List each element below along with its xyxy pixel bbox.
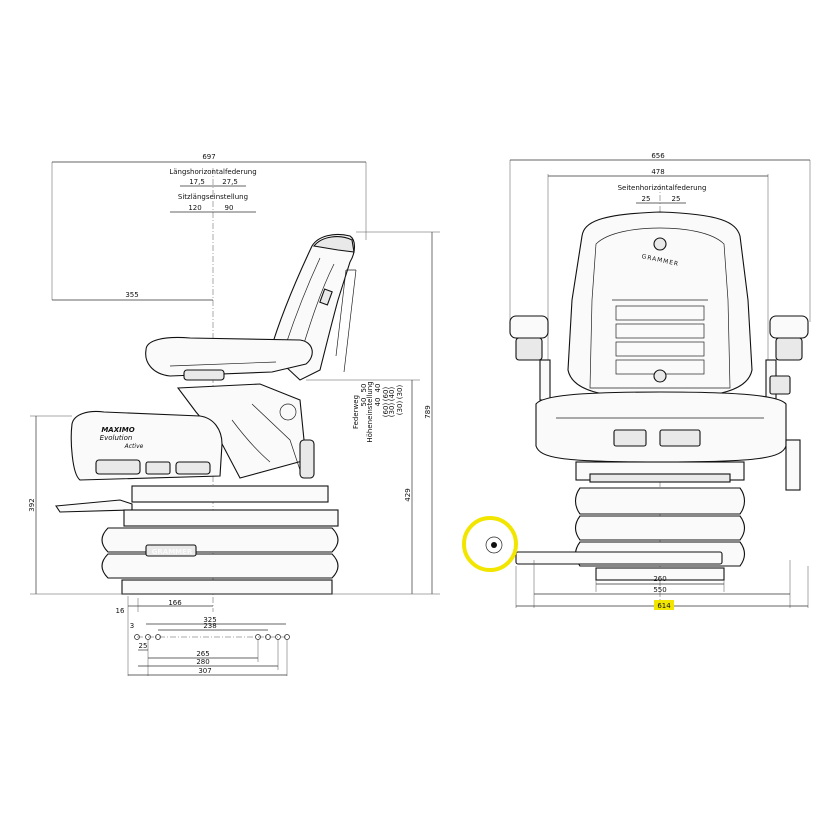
adjust-left-value: 120 xyxy=(188,204,201,212)
side-front-handle-right xyxy=(175,461,211,475)
dim-478-label: 478 xyxy=(651,168,664,176)
mounting-holes xyxy=(134,634,290,640)
dim-265-label: 265 xyxy=(196,650,209,658)
longitudinal-left-value: 17,5 xyxy=(189,178,205,186)
side-view: 697 Längshorizontalfederung 17,5 27,5 Si… xyxy=(28,153,440,676)
front-armrest-left xyxy=(509,315,551,401)
dim-166-label: 166 xyxy=(168,599,182,607)
lateral-suspension-annotation: Seitenhorizontalfederung 25 25 xyxy=(618,184,707,204)
side-adjust-handle xyxy=(299,439,315,479)
front-view: 656 478 Seitenhorizontalfederung 25 25 G… xyxy=(462,152,811,610)
longitudinal-adjustment-label: Sitzlängseinstellung xyxy=(178,193,248,201)
dim-25-label: 25 xyxy=(139,642,148,650)
dim-355-label: 355 xyxy=(125,291,138,299)
front-cushion-handle-left xyxy=(613,429,647,447)
front-armrest-right xyxy=(765,315,809,401)
cushion-logo-line3: Active xyxy=(124,443,144,450)
height-adjustment-label: Höheneinstellung xyxy=(366,381,374,442)
travel-col3-a: (60) xyxy=(382,387,390,402)
side-seat-cushion xyxy=(145,336,313,377)
front-cushion-handle-right xyxy=(659,429,701,447)
front-backrest-lower-mark xyxy=(653,369,667,383)
cushion-logo-line1: MAXIMO xyxy=(101,426,134,434)
adjust-right-value: 90 xyxy=(225,204,234,212)
dim-429-label: 429 xyxy=(404,488,412,501)
front-side-bracket xyxy=(785,439,801,491)
dim-614-label: 614 xyxy=(657,602,671,610)
dim-3-label: 3 xyxy=(130,622,134,630)
side-front-handle-mid xyxy=(145,461,171,475)
side-backrest-lever xyxy=(319,288,333,306)
front-side-tube xyxy=(515,551,723,565)
lateral-suspension-label: Seitenhorizontalfederung xyxy=(618,184,707,192)
side-console-plate xyxy=(131,485,329,503)
dim-bottom-side: 16 166 3 325 238 25 xyxy=(116,596,290,676)
dim-16-label: 16 xyxy=(116,607,125,615)
dim-overall-width-side: 697 xyxy=(51,153,367,300)
dim-bottom-front: 260 550 614 xyxy=(515,560,809,610)
dim-355: 355 xyxy=(52,291,213,301)
dim-550-label: 550 xyxy=(653,586,666,594)
travel-height-table: Federweg Höheneinstellung 50 40 50 40 (6… xyxy=(352,381,404,442)
longitudinal-suspension-label: Längshorizontalfederung xyxy=(169,168,256,176)
dim-heights-side: 789 429 392 xyxy=(28,231,440,595)
side-front-rail xyxy=(55,499,133,513)
travel-col4-a: (60) xyxy=(382,403,390,418)
side-front-handle-left xyxy=(95,459,141,475)
highlighted-compressor xyxy=(462,516,518,572)
travel-col3-b: (40) xyxy=(388,387,396,402)
dim-325-label: 325 xyxy=(203,616,216,624)
dim-392-label: 392 xyxy=(28,498,36,511)
longitudinal-suspension-annotation: Längshorizontalfederung 17,5 27,5 Sitzlä… xyxy=(169,168,257,213)
front-seat-cushion xyxy=(535,391,787,463)
side-base-brand: GRAMMER xyxy=(152,548,193,556)
travel-col5-a: (30) xyxy=(396,385,404,400)
travel-col2-b: 40 xyxy=(374,398,382,407)
travel-col2-a: 50 xyxy=(360,398,368,407)
lateral-right-value: 25 xyxy=(672,195,681,203)
dim-307-label: 307 xyxy=(198,667,211,675)
dim-overall-width-front: 656 478 xyxy=(509,152,811,400)
dim-260-label: 260 xyxy=(653,575,666,583)
travel-col5-b: (30) xyxy=(396,401,404,416)
dim-280-label: 280 xyxy=(196,658,209,666)
travel-col1-a: 50 xyxy=(360,384,368,393)
travel-col4-b: (30) xyxy=(388,403,396,418)
side-knob xyxy=(279,403,297,421)
front-bellows xyxy=(574,487,746,581)
dim-656-label: 656 xyxy=(651,152,665,160)
side-headrest xyxy=(312,236,355,253)
dim-697-label: 697 xyxy=(202,153,215,161)
lateral-left-value: 25 xyxy=(642,195,651,203)
dim-238-label: 238 xyxy=(203,622,216,630)
suspension-travel-label: Federweg xyxy=(352,395,360,429)
longitudinal-right-value: 27,5 xyxy=(222,178,238,186)
front-console-rail xyxy=(589,473,731,483)
cushion-logo-line2: Evolution xyxy=(100,434,133,442)
side-bellows: GRAMMER xyxy=(101,509,339,595)
dim-614-highlight xyxy=(654,600,674,610)
travel-col1-b: 40 xyxy=(374,384,382,393)
side-seat-handle xyxy=(183,369,225,381)
highlight-circle xyxy=(462,516,518,572)
dim-789-label: 789 xyxy=(424,405,432,418)
